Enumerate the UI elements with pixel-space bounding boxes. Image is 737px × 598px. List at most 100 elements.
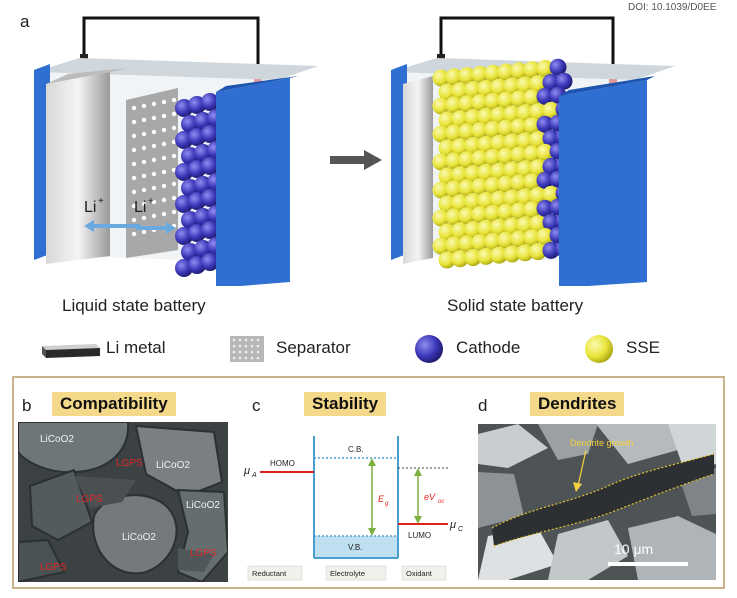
licoo2-label-2: LiCoO2 bbox=[156, 460, 190, 471]
legend-label-separator: Separator bbox=[276, 338, 351, 357]
sphere bbox=[510, 174, 528, 192]
sphere bbox=[458, 151, 476, 169]
sphere bbox=[529, 187, 547, 205]
sphere bbox=[445, 152, 463, 170]
sphere bbox=[451, 138, 469, 156]
sphere bbox=[438, 111, 456, 129]
sphere bbox=[477, 79, 495, 97]
sphere bbox=[464, 193, 482, 211]
sphere bbox=[542, 73, 560, 91]
sphere bbox=[451, 194, 469, 212]
sphere bbox=[497, 175, 515, 193]
sphere bbox=[464, 249, 482, 267]
panel-b-letter: b bbox=[22, 396, 32, 415]
sphere bbox=[484, 120, 502, 138]
sphere bbox=[477, 107, 495, 125]
sphere bbox=[432, 97, 450, 115]
sphere bbox=[529, 75, 547, 93]
sphere bbox=[542, 157, 560, 175]
liquid-battery-illustration: Li + Li + bbox=[34, 16, 318, 286]
sphere bbox=[490, 246, 508, 264]
sphere bbox=[458, 123, 476, 141]
transition-arrow-icon bbox=[330, 150, 382, 170]
sphere bbox=[536, 143, 554, 161]
sphere bbox=[523, 229, 541, 247]
mu-c-label: μ bbox=[449, 519, 456, 531]
sphere bbox=[438, 83, 456, 101]
sse-spheres bbox=[432, 58, 573, 269]
sphere bbox=[464, 81, 482, 99]
sphere bbox=[497, 63, 515, 81]
vb-label: V.B. bbox=[348, 543, 362, 552]
cathode-spheres bbox=[175, 93, 225, 277]
sphere bbox=[201, 93, 219, 111]
legend-label-li-metal: Li metal bbox=[106, 338, 166, 357]
sphere bbox=[510, 118, 528, 136]
svg-text:oc: oc bbox=[438, 499, 444, 505]
sphere bbox=[464, 137, 482, 155]
dendrite-growth-label: Dendrite growth bbox=[570, 438, 634, 448]
sphere bbox=[510, 146, 528, 164]
cathode-sphere-icon bbox=[415, 335, 443, 363]
compatibility-sem-image: LiCoO2 LiCoO2 LiCoO2 LiCoO2 LGPS LGPS LG… bbox=[18, 422, 228, 582]
sphere bbox=[542, 185, 560, 203]
dendrites-header: Dendrites bbox=[530, 392, 625, 416]
sphere bbox=[497, 119, 515, 137]
sphere bbox=[536, 59, 554, 77]
separator-grid-icon bbox=[230, 336, 264, 362]
sphere bbox=[523, 173, 541, 191]
sphere bbox=[510, 90, 528, 108]
sphere bbox=[445, 236, 463, 254]
sphere bbox=[471, 65, 489, 83]
sphere bbox=[445, 124, 463, 142]
lower-panels-frame bbox=[12, 376, 725, 589]
sphere bbox=[490, 162, 508, 180]
sphere bbox=[510, 62, 528, 80]
sphere bbox=[201, 189, 219, 207]
reductant-label: Reductant bbox=[252, 569, 287, 578]
sphere bbox=[503, 189, 521, 207]
dendrites-sem-image: Dendrite growth 10 μm bbox=[478, 424, 716, 580]
cb-label: C.B. bbox=[348, 445, 364, 454]
liquid-battery-caption: Liquid state battery bbox=[62, 296, 206, 315]
li-ion-label-2: Li bbox=[134, 199, 146, 216]
lgps-label-2: LGPS bbox=[76, 494, 103, 505]
sphere bbox=[490, 134, 508, 152]
sphere bbox=[542, 213, 560, 231]
sphere bbox=[445, 68, 463, 86]
sphere bbox=[529, 103, 547, 121]
electrolyte-label: Electrolyte bbox=[330, 569, 365, 578]
sphere bbox=[503, 133, 521, 151]
sphere bbox=[490, 190, 508, 208]
sphere bbox=[471, 93, 489, 111]
separator-holes bbox=[131, 97, 177, 237]
sphere bbox=[484, 176, 502, 194]
sphere bbox=[445, 96, 463, 114]
evoc-label: eV bbox=[424, 492, 436, 502]
sphere bbox=[516, 160, 534, 178]
sphere bbox=[490, 106, 508, 124]
legend: Li metal Separator Cathode SSE bbox=[40, 334, 730, 364]
licoo2-label-1: LiCoO2 bbox=[40, 434, 74, 445]
panel-c-letter: c bbox=[252, 396, 261, 415]
sphere bbox=[523, 117, 541, 135]
sphere bbox=[464, 109, 482, 127]
sphere bbox=[523, 89, 541, 107]
sphere bbox=[484, 148, 502, 166]
sphere bbox=[536, 199, 554, 217]
doi-text: DOI: 10.1039/D0EE bbox=[628, 2, 717, 13]
sphere bbox=[484, 232, 502, 250]
sphere bbox=[438, 167, 456, 185]
sphere bbox=[451, 250, 469, 268]
sphere bbox=[536, 115, 554, 133]
sphere bbox=[445, 208, 463, 226]
sphere bbox=[497, 203, 515, 221]
sphere bbox=[201, 221, 219, 239]
sphere bbox=[523, 145, 541, 163]
svg-text:g: g bbox=[385, 501, 389, 507]
sphere bbox=[464, 165, 482, 183]
sphere bbox=[471, 205, 489, 223]
sphere bbox=[555, 72, 573, 90]
sphere bbox=[451, 166, 469, 184]
sphere bbox=[529, 243, 547, 261]
